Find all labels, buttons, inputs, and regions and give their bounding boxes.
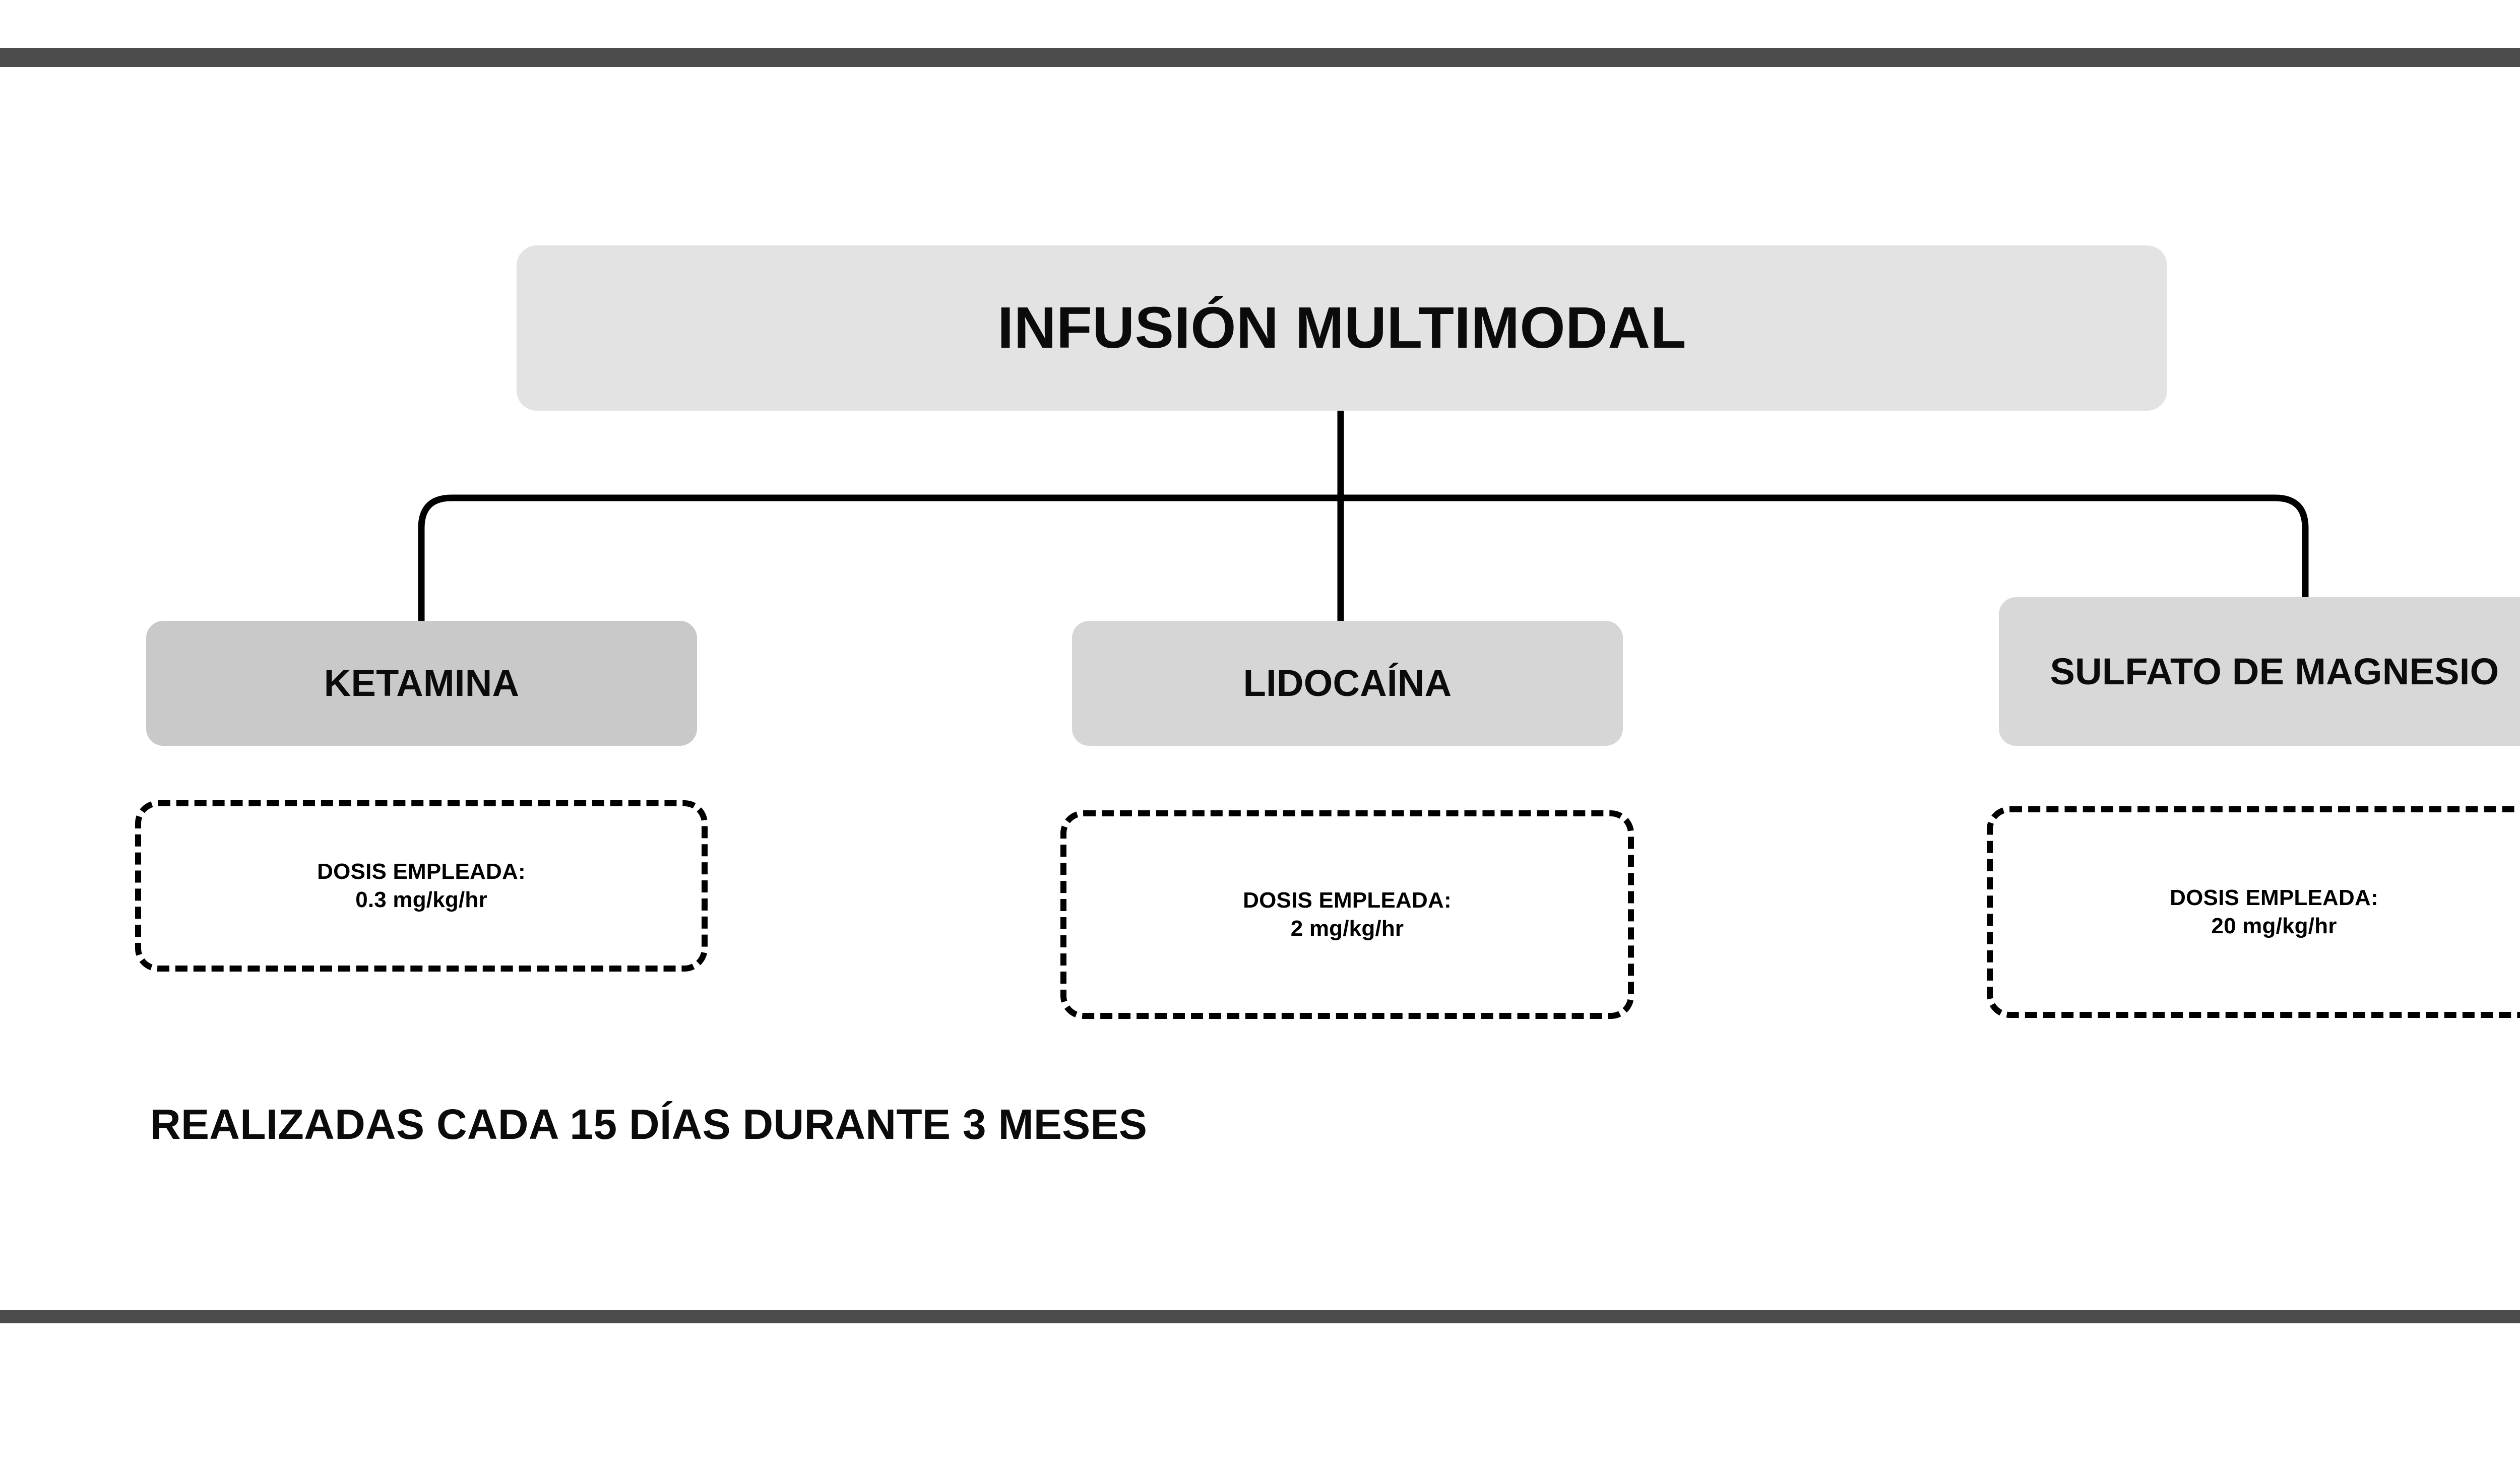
node-infusion-multimodal[interactable]: INFUSIÓN MULTIMODAL xyxy=(517,245,2167,411)
diagram-footnote: REALIZADAS CADA 15 DÍAS DURANTE 3 MESES xyxy=(150,1101,1148,1148)
node-sulfato-de-magnesio[interactable]: SULFATO DE MAGNESIO xyxy=(1999,597,2520,746)
bottom-divider-bar xyxy=(0,1310,2520,1323)
dose-value-lidocaina: 2 mg/kg/hr xyxy=(1290,916,1404,941)
node-ketamina[interactable]: KETAMINA xyxy=(146,621,697,746)
node-sulfato-label: SULFATO DE MAGNESIO xyxy=(2050,650,2499,692)
dose-label-sulfato: DOSIS EMPLEADA: xyxy=(2170,885,2378,910)
top-divider-bar xyxy=(0,48,2520,67)
dose-box-sulfato: DOSIS EMPLEADA: 20 mg/kg/hr xyxy=(1987,806,2520,1018)
node-root-label: INFUSIÓN MULTIMODAL xyxy=(997,295,1686,361)
dose-value-sulfato: 20 mg/kg/hr xyxy=(2211,914,2337,938)
dose-label-ketamina: DOSIS EMPLEADA: xyxy=(317,859,526,884)
node-lidocaina-label: LIDOCAÍNA xyxy=(1243,662,1452,704)
node-lidocaina[interactable]: LIDOCAÍNA xyxy=(1072,621,1623,746)
dose-box-lidocaina: DOSIS EMPLEADA: 2 mg/kg/hr xyxy=(1060,810,1634,1019)
node-ketamina-label: KETAMINA xyxy=(324,662,520,704)
dose-box-ketamina: DOSIS EMPLEADA: 0.3 mg/kg/hr xyxy=(135,800,708,972)
dose-label-lidocaina: DOSIS EMPLEADA: xyxy=(1243,887,1452,913)
dose-value-ketamina: 0.3 mg/kg/hr xyxy=(355,887,487,912)
